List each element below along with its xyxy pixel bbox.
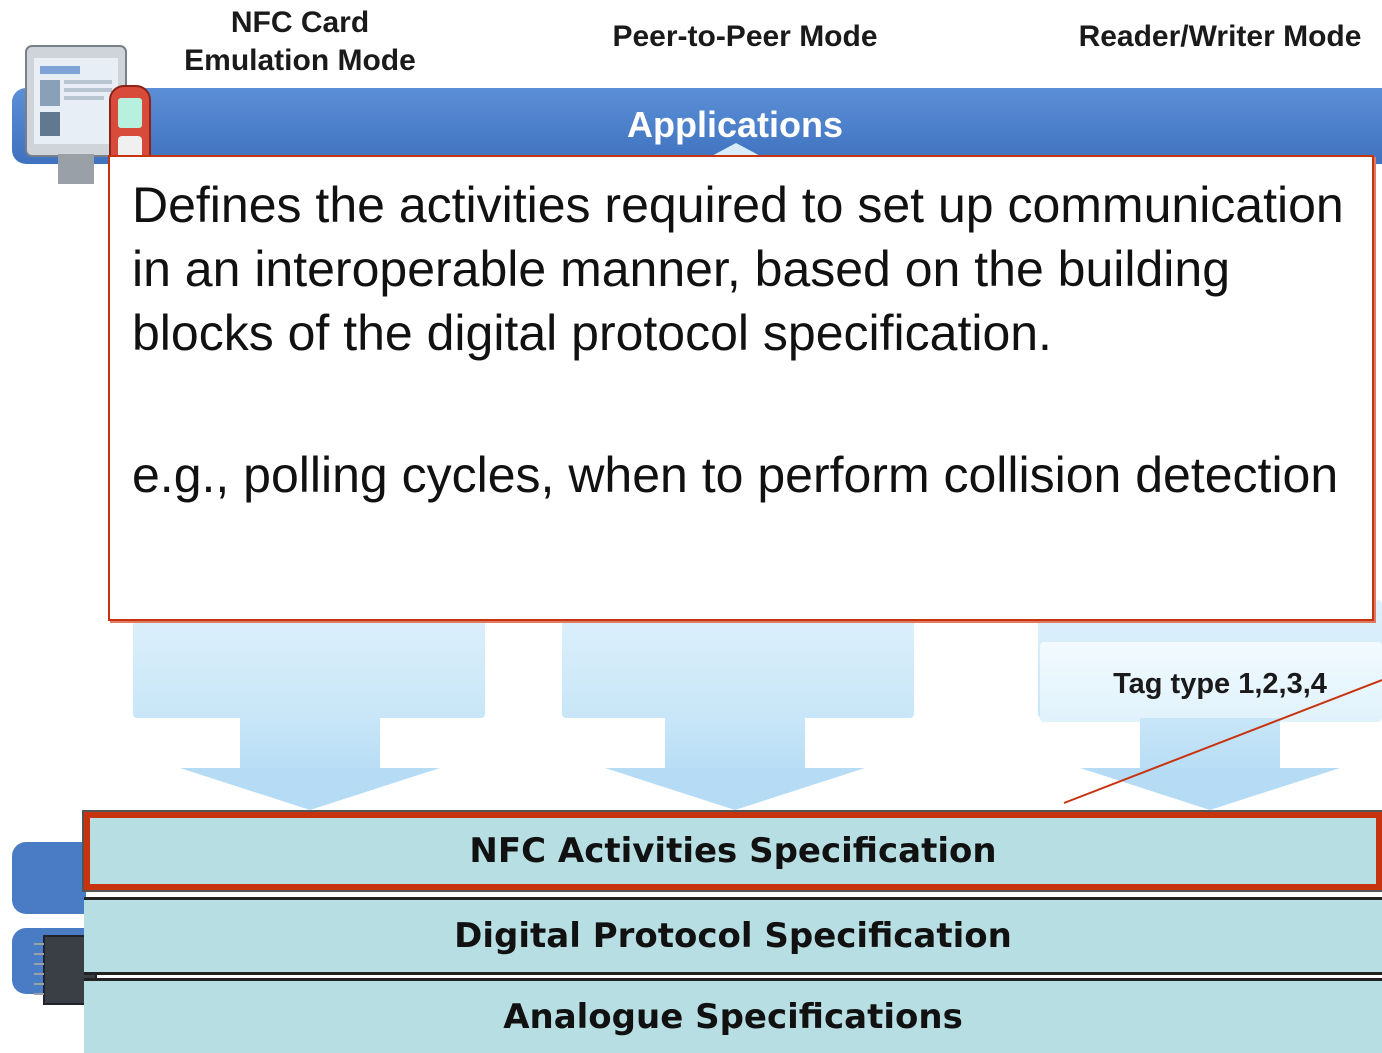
layer-digital-protocol-specification: Digital Protocol Specification — [84, 897, 1382, 975]
applications-label: Applications — [626, 104, 844, 145]
mode-label-peer-to-peer: Peer-to-Peer Mode — [612, 20, 878, 53]
applications-bar — [12, 88, 1382, 164]
down-arrow-icon — [180, 768, 440, 810]
tag-type-box — [1040, 642, 1382, 722]
layer-nfc-activities-specification: NFC Activities Specification — [82, 810, 1382, 892]
layer-analogue-specifications: Analogue Specifications — [84, 978, 1382, 1053]
tag-type-label: Tag type 1,2,3,4 — [1113, 668, 1327, 700]
side-tab — [12, 842, 86, 914]
mode-label-card-emulation: NFC Card Emulation Mode — [184, 6, 416, 77]
down-arrow-icon — [605, 768, 865, 810]
down-arrow-icon — [1080, 768, 1340, 810]
callout-text-example: e.g., polling cycles, when to perform co… — [132, 447, 1339, 503]
callout-text-definition: Defines the activities required to set u… — [132, 177, 1344, 361]
mode-label-reader-writer: Reader/Writer Mode — [1078, 20, 1362, 53]
callout-box: Defines the activities required to set u… — [108, 155, 1374, 621]
